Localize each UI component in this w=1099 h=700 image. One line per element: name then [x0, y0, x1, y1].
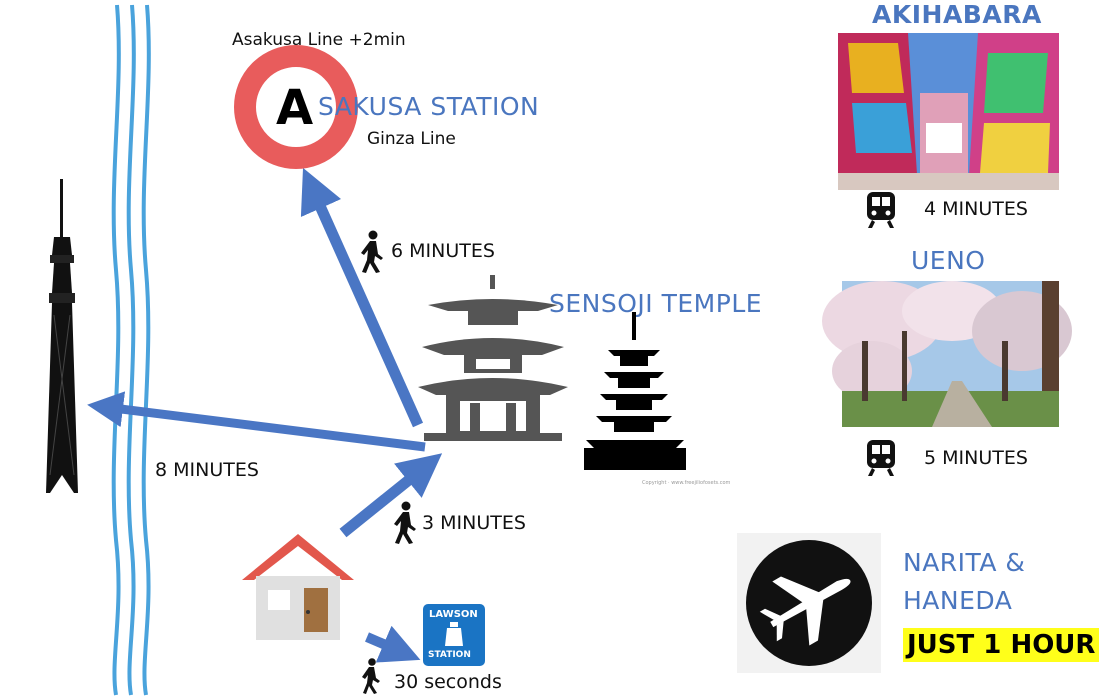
- station-letter: A: [276, 80, 314, 136]
- akihabara-title: AKIHABARA: [872, 0, 1042, 29]
- akihabara-photo: [838, 33, 1059, 190]
- lawson-sign-top: LAWSON: [429, 609, 478, 620]
- home-walk-time: 3 MINUTES: [422, 512, 526, 534]
- walking-person-icon: [361, 230, 383, 273]
- milk-can-icon: [445, 622, 463, 646]
- house-icon: [242, 534, 354, 640]
- asakusa-line-label: Asakusa Line +2min: [232, 30, 406, 50]
- lawson-walk-time: 30 seconds: [394, 671, 502, 693]
- arrow-home-to-lawson: [365, 625, 421, 663]
- ueno-title: UENO: [911, 246, 986, 275]
- akihabara-city-image: [838, 33, 1059, 190]
- sensoji-title: SENSOJI TEMPLE: [549, 289, 763, 318]
- airport-time-highlight: JUST 1 HOUR: [903, 628, 1099, 662]
- image-credit: Copyright · www.freejiliofosets.com: [642, 480, 731, 486]
- skytree-time: 8 MINUTES: [155, 459, 259, 481]
- walking-person-icon: [362, 658, 380, 694]
- skytree-icon: [46, 179, 78, 493]
- arrow-temple-to-skytree: [87, 391, 426, 452]
- arrow-temple-to-station: [300, 167, 424, 428]
- airport-title-line2: HANEDA: [903, 586, 1013, 615]
- arrow-home-to-temple: [339, 453, 443, 538]
- pagoda-icon: [584, 312, 686, 470]
- station-circle-icon: [234, 45, 358, 169]
- asakusa-station-title: SAKUSA STATION: [318, 92, 540, 121]
- train-icon: [867, 192, 895, 228]
- station-walk-time: 6 MINUTES: [391, 240, 495, 262]
- airport-title-line1: NARITA &: [903, 548, 1026, 577]
- ueno-photo: [822, 281, 1072, 427]
- ueno-train-time: 5 MINUTES: [924, 447, 1028, 469]
- akihabara-train-time: 4 MINUTES: [924, 198, 1028, 220]
- airplane-icon: [746, 540, 872, 666]
- walking-person-icon: [394, 501, 416, 544]
- lawson-sign-bottom: STATION: [428, 650, 471, 660]
- train-icon: [867, 440, 895, 476]
- river-icon: [111, 4, 151, 696]
- ginza-line-label: Ginza Line: [367, 129, 456, 149]
- ueno-park-image: [822, 281, 1072, 427]
- lawson-logo: LAWSON STATION: [423, 604, 485, 666]
- temple-hall-icon: [418, 275, 568, 441]
